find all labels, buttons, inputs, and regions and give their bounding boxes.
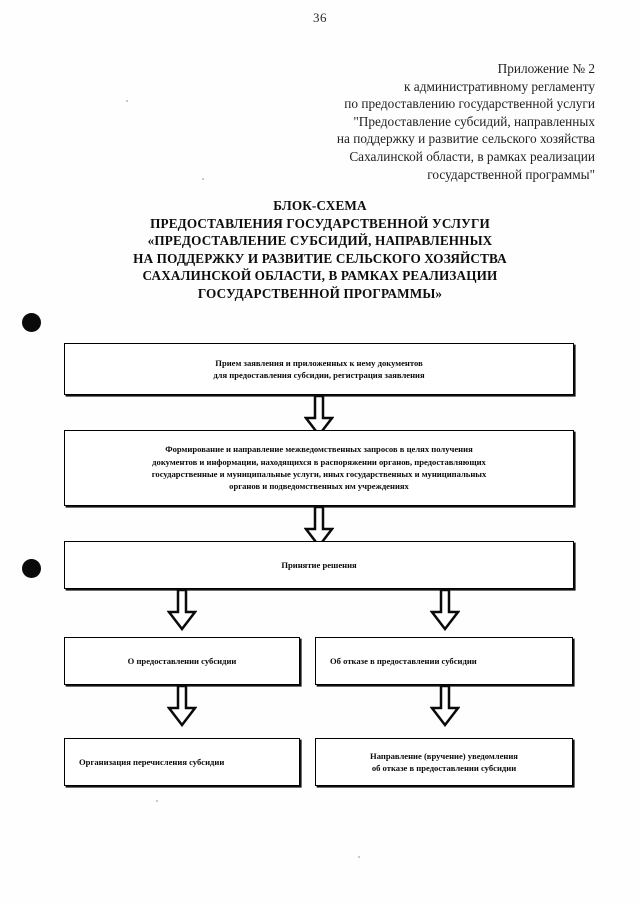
scan-speck <box>156 800 158 802</box>
node-text-line: об отказе в предоставлении субсидии <box>371 763 517 773</box>
node-text-line: Принятие решения <box>281 559 357 570</box>
down-block-arrow-icon-refuse-to-notify <box>430 685 460 727</box>
document-title-line: НА ПОДДЕРЖКУ И РАЗВИТИЕ СЕЛЬСКОГО ХОЗЯЙС… <box>133 250 507 266</box>
node-text: Направление (вручение) уведомления об от… <box>326 750 562 775</box>
document-title-line: «ПРЕДОСТАВЛЕНИЕ СУБСИДИЙ, НАПРАВЛЕННЫХ <box>147 233 493 249</box>
down-block-arrow-icon-grant-to-transfer <box>167 685 197 727</box>
node-text: Организация перечисления субсидии <box>79 756 289 768</box>
flowchart-node-grant-subsidy: О предоставлении субсидии <box>64 637 300 685</box>
node-text: О предоставлении субсидии <box>75 655 289 667</box>
document-title: БЛОК-СХЕМА ПРЕДОСТАВЛЕНИЯ ГОСУДАРСТВЕННО… <box>60 197 580 303</box>
flowchart-node-interagency-requests: Формирование и направление межведомствен… <box>64 430 574 506</box>
node-text-line: Об отказе в предоставлении субсидии <box>330 655 477 666</box>
flowchart-node-organize-transfer: Организация перечисления субсидии <box>64 738 300 786</box>
down-block-arrow-icon-intake-to-requests <box>304 395 334 437</box>
page-number: 36 <box>313 10 327 25</box>
appendix-line: государственной программы" <box>427 166 595 182</box>
document-title-line: ГОСУДАРСТВЕННОЙ ПРОГРАММЫ» <box>197 285 443 301</box>
appendix-line: Приложение № 2 <box>497 61 595 76</box>
node-text-line: для предоставления субсидии, регистрация… <box>213 370 425 380</box>
down-block-arrow-icon-decision-to-grant <box>167 589 197 631</box>
appendix-reference-block: Приложение № 2 к административному регла… <box>250 60 595 183</box>
node-text-line: документов и информации, находящихся в р… <box>152 456 486 467</box>
document-title-line: ПРЕДОСТАВЛЕНИЯ ГОСУДАРСТВЕННОЙ УСЛУГИ <box>150 215 490 231</box>
document-title-line: САХАЛИНСКОЙ ОБЛАСТИ, В РАМКАХ РЕАЛИЗАЦИИ <box>142 268 498 284</box>
down-block-arrow-icon-decision-to-refuse <box>430 589 460 631</box>
flowchart-node-send-refusal-notice: Направление (вручение) уведомления об от… <box>315 738 573 786</box>
node-text-line: Направление (вручение) уведомления <box>370 750 518 761</box>
flowchart-node-refuse-subsidy: Об отказе в предоставлении субсидии <box>315 637 573 685</box>
node-text-line: О предоставлении субсидии <box>127 655 237 666</box>
appendix-line: "Предоставление субсидий, направленных <box>353 113 595 129</box>
node-text-line: государственные и муниципальные услуги, … <box>151 469 487 479</box>
flowchart-node-decision: Принятие решения <box>64 541 574 589</box>
node-text-line: органов и подведомственных им учреждения… <box>229 481 409 492</box>
scan-speck <box>202 178 204 180</box>
hole-punch-mark-lower <box>22 559 41 578</box>
appendix-line: по предоставлению государственной услуги <box>344 96 595 112</box>
scan-speck <box>358 856 360 858</box>
node-text: Прием заявления и приложенных к нему док… <box>75 357 563 382</box>
node-text: Принятие решения <box>75 559 563 571</box>
appendix-line: Сахалинской области, в рамках реализации <box>349 148 595 164</box>
hole-punch-mark-upper <box>22 313 41 332</box>
node-text-line: Прием заявления и приложенных к нему док… <box>215 357 423 368</box>
node-text: Формирование и направление межведомствен… <box>75 443 563 493</box>
node-text: Об отказе в предоставлении субсидии <box>330 655 562 667</box>
scan-speck <box>126 100 128 102</box>
appendix-line: на поддержку и развитие сельского хозяйс… <box>336 131 595 147</box>
node-text-line: Организация перечисления субсидии <box>79 756 225 767</box>
document-title-line: БЛОК-СХЕМА <box>273 198 367 213</box>
node-text-line: Формирование и направление межведомствен… <box>165 444 473 455</box>
flowchart-node-intake: Прием заявления и приложенных к нему док… <box>64 343 574 395</box>
appendix-line: к административному регламенту <box>404 78 595 94</box>
down-block-arrow-icon-requests-to-decision <box>304 506 334 548</box>
